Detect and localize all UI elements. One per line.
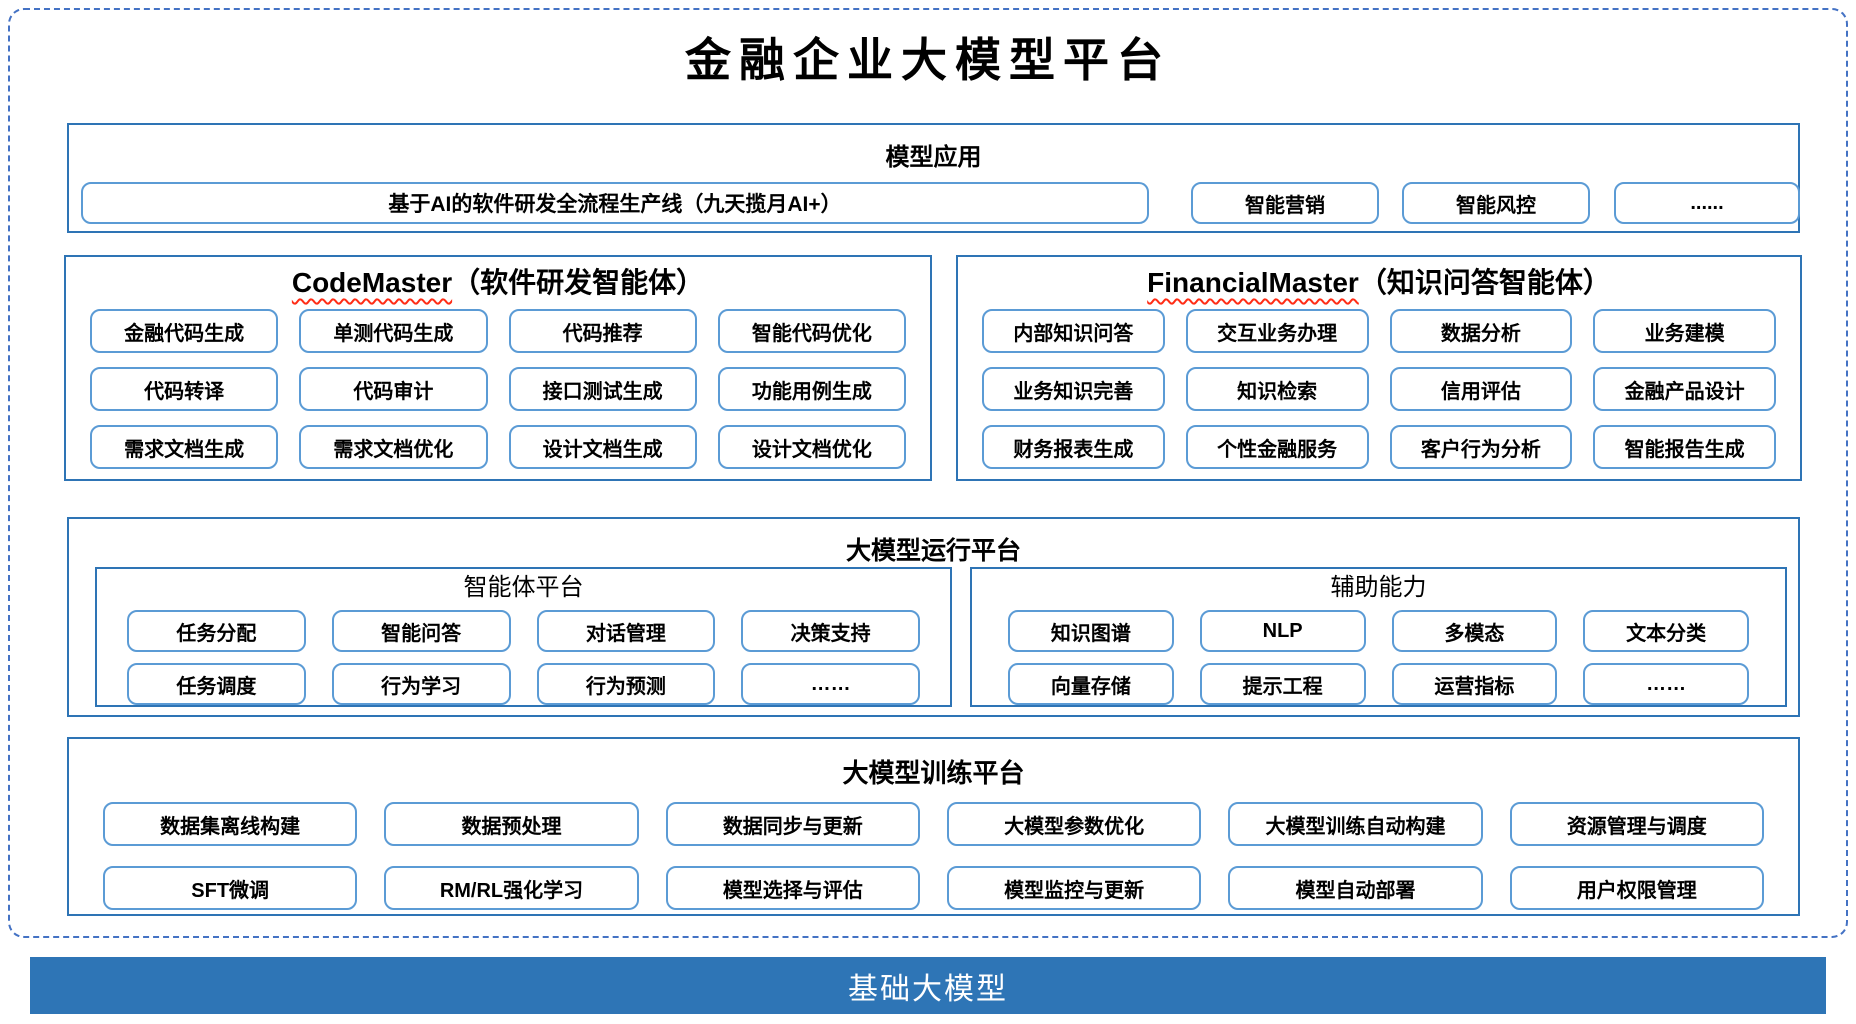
capability-box: 数据分析 [1389,309,1573,353]
capability-box: 接口测试生成 [508,367,697,411]
agent-platform-grid: 任务分配 智能问答 对话管理 决策支持 任务调度 行为学习 行为预测 …… [97,610,950,705]
capability-box: 交互业务办理 [1185,309,1369,353]
capability-box: 金融产品设计 [1593,367,1776,411]
capability-box: 用户权限管理 [1509,866,1764,910]
capability-box: 设计文档生成 [508,425,697,469]
capability-box: 代码审计 [299,367,488,411]
agent-platform-header: 智能体平台 [463,574,584,601]
capability-box: 财务报表生成 [982,425,1165,469]
training-platform-grid: 数据集离线构建 数据预处理 数据同步与更新 大模型参数优化 大模型训练自动构建 … [69,802,1798,910]
training-platform-section: 大模型训练平台 数据集离线构建 数据预处理 数据同步与更新 大模型参数优化 大模… [67,737,1800,916]
capability-box: 模型选择与评估 [665,866,920,910]
capability-box: 代码推荐 [508,309,697,353]
capability-box: 资源管理与调度 [1509,802,1764,846]
capability-box: 业务知识完善 [982,367,1165,411]
codemaster-subtitle: （软件研发智能体） [452,267,705,298]
capability-box: 知识检索 [1185,367,1369,411]
app-box-risk-control: 智能风控 [1402,182,1590,224]
capability-box: 个性金融服务 [1185,425,1369,469]
foundation-model-label: 基础大模型 [848,972,1008,1006]
capability-box: 代码转译 [90,367,279,411]
capability-box: 内部知识问答 [982,309,1165,353]
capability-box: SFT微调 [103,866,358,910]
auxiliary-capability-header: 辅助能力 [1330,574,1427,601]
capability-box: 大模型训练自动构建 [1228,802,1483,846]
capability-box: NLP [1199,610,1366,652]
capability-box: 大模型参数优化 [946,802,1202,846]
codemaster-section: CodeMaster（软件研发智能体） 金融代码生成 单测代码生成 代码推荐 智… [64,255,932,481]
capability-box: 多模态 [1391,610,1558,652]
capability-box: 行为预测 [536,663,716,705]
capability-box: 模型监控与更新 [946,866,1202,910]
capability-box: 单测代码生成 [299,309,488,353]
capability-box: 业务建模 [1593,309,1776,353]
capability-box: 智能报告生成 [1593,425,1776,469]
capability-box: 模型自动部署 [1228,866,1483,910]
capability-box: 智能问答 [331,610,511,652]
capability-box: 向量存储 [1008,663,1174,705]
financialmaster-header: FinancialMaster（知识问答智能体） [958,257,1800,301]
model-app-section: 模型应用 基于AI的软件研发全流程生产线（九天揽月AI+） 智能营销 智能风控 … [67,123,1800,233]
capability-box: RM/RL强化学习 [384,866,639,910]
capability-box: 功能用例生成 [717,367,906,411]
capability-box: 任务分配 [127,610,306,652]
app-box-ellipsis: ...... [1614,182,1800,224]
codemaster-grid: 金融代码生成 单测代码生成 代码推荐 智能代码优化 代码转译 代码审计 接口测试… [66,309,930,469]
capability-box: 数据预处理 [384,802,639,846]
capability-box: 数据同步与更新 [665,802,920,846]
runtime-platform-header: 大模型运行平台 [845,537,1021,565]
capability-box: 运营指标 [1391,663,1558,705]
capability-box: 智能代码优化 [717,309,906,353]
capability-box: 数据集离线构建 [103,802,358,846]
capability-box: …… [1583,663,1749,705]
capability-box: 任务调度 [127,663,306,705]
codemaster-header: CodeMaster（软件研发智能体） [66,257,930,301]
capability-box: 设计文档优化 [717,425,906,469]
auxiliary-capability-box: 辅助能力 知识图谱 NLP 多模态 文本分类 向量存储 提示工程 运营指标 …… [970,567,1787,707]
runtime-platform-section: 大模型运行平台 智能体平台 任务分配 智能问答 对话管理 决策支持 任务调度 行… [67,517,1800,717]
capability-box: 金融代码生成 [90,309,279,353]
page-title: 金融企业大模型平台 [685,33,1171,87]
capability-box: 需求文档优化 [299,425,488,469]
model-app-header: 模型应用 [885,144,982,171]
financialmaster-name: FinancialMaster [1147,267,1359,298]
capability-box: …… [741,663,920,705]
capability-box: 决策支持 [741,610,920,652]
codemaster-name: CodeMaster [291,267,453,298]
capability-box: 对话管理 [536,610,716,652]
financialmaster-section: FinancialMaster（知识问答智能体） 内部知识问答 交互业务办理 数… [956,255,1802,481]
capability-box: 知识图谱 [1008,610,1174,652]
capability-box: 行为学习 [331,663,511,705]
capability-box: 文本分类 [1583,610,1749,652]
capability-box: 客户行为分析 [1389,425,1573,469]
training-platform-header: 大模型训练平台 [842,758,1025,788]
capability-box: 信用评估 [1389,367,1573,411]
capability-box: 提示工程 [1199,663,1366,705]
pipeline-box: 基于AI的软件研发全流程生产线（九天揽月AI+） [81,182,1149,224]
app-box-marketing: 智能营销 [1191,182,1379,224]
financialmaster-subtitle: （知识问答智能体） [1358,267,1611,298]
foundation-model-bar: 基础大模型 [30,957,1826,1014]
agent-platform-box: 智能体平台 任务分配 智能问答 对话管理 决策支持 任务调度 行为学习 行为预测… [95,567,952,707]
auxiliary-capability-grid: 知识图谱 NLP 多模态 文本分类 向量存储 提示工程 运营指标 …… [972,610,1785,705]
outer-dashed-frame [8,8,1848,938]
capability-box: 需求文档生成 [90,425,279,469]
financialmaster-grid: 内部知识问答 交互业务办理 数据分析 业务建模 业务知识完善 知识检索 信用评估… [958,309,1800,469]
